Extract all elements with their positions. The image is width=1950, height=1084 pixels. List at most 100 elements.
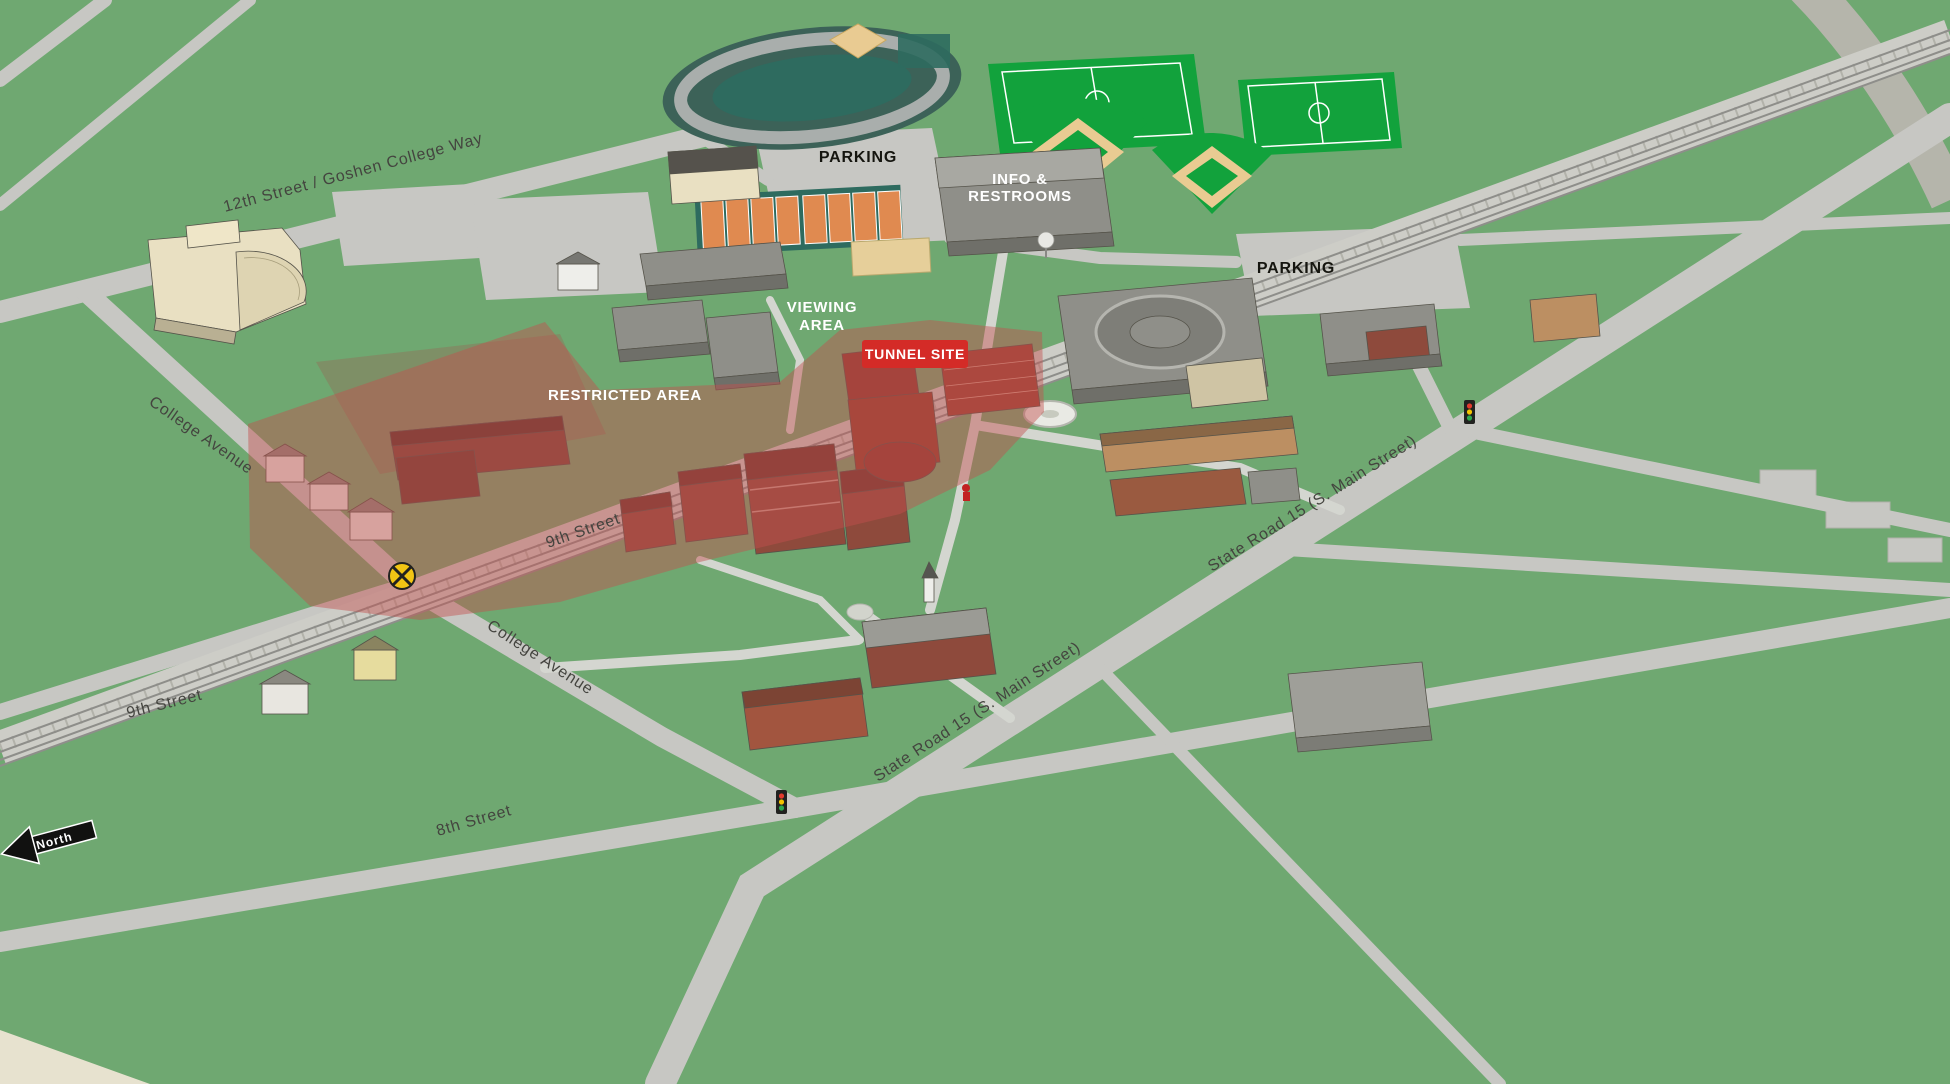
red-statue-base <box>963 492 970 501</box>
brick-hall-1-roof <box>619 491 673 515</box>
traffic-light-red <box>1466 403 1473 409</box>
road-8th-street <box>0 598 1950 952</box>
walkway-south <box>540 635 863 673</box>
label-parking-north: PARKING <box>819 149 897 166</box>
road-east-3 <box>1263 541 1950 597</box>
crossing-x-2 <box>391 565 413 587</box>
baseball-2-grass-diamond <box>1186 158 1238 196</box>
music-center-hall <box>235 250 307 331</box>
house-roof <box>258 669 312 685</box>
brick-hall-2-roof <box>677 463 743 487</box>
rec-center-dome-top <box>1129 315 1191 349</box>
label-tunnel-site: TUNNEL SITE <box>865 346 965 362</box>
right-center-1-roof <box>1099 415 1295 447</box>
tennis-court <box>700 199 726 250</box>
westlawn-annex <box>395 449 481 505</box>
road-topleft-1 <box>0 0 112 87</box>
traffic-light-yellow <box>778 799 785 805</box>
tennis-court <box>750 196 776 248</box>
house <box>265 455 305 483</box>
yellow-house-roof <box>350 635 400 651</box>
label-restricted-area: RESTRICTED AREA <box>548 387 702 404</box>
soccer-field-2-midline <box>1314 81 1324 144</box>
east-small-body <box>1529 293 1601 343</box>
science-windows-1 <box>943 359 1035 371</box>
house-roof <box>346 497 396 513</box>
traffic-light-green <box>1466 415 1473 421</box>
dorm-tall-side <box>713 371 781 391</box>
tennis-court <box>775 195 801 246</box>
fieldhouse-roof <box>934 147 1105 189</box>
small-house-center <box>555 251 601 291</box>
dorm-west-side <box>617 341 711 363</box>
traffic-light-icon-south <box>776 790 787 814</box>
rec-center-building <box>1057 277 1269 409</box>
tennis-court <box>802 194 828 245</box>
road-east-1 <box>1454 212 1950 246</box>
plaza-dorms <box>470 192 664 300</box>
athletic-fields <box>662 23 1402 277</box>
small-house-body <box>557 263 599 291</box>
road-college-avenue <box>75 281 805 818</box>
track-field <box>662 26 962 150</box>
music-center-building <box>147 219 307 345</box>
batting-cages <box>898 34 950 68</box>
traffic-light-yellow <box>1466 409 1473 415</box>
roundabout <box>846 603 874 621</box>
southeast-building-body <box>1287 661 1431 739</box>
area-labels: PARKING PARKING INFO & RESTROOMS VIEWING… <box>548 149 1335 404</box>
administration-roof <box>743 443 838 481</box>
running-track <box>674 31 950 145</box>
southeast-building-side <box>1295 725 1433 753</box>
tunnel-banner-box <box>862 340 968 368</box>
music-center-tower <box>185 219 241 249</box>
house <box>349 511 393 541</box>
label-info-line2: RESTROOMS <box>968 188 1072 205</box>
tennis-courts <box>694 184 904 256</box>
dorm-long-side <box>645 273 789 301</box>
track-infield <box>712 54 912 122</box>
house-roof <box>306 471 352 485</box>
red-statue <box>962 484 970 492</box>
map-corner-wedge <box>0 1030 150 1084</box>
traffic-light-red <box>778 793 785 799</box>
rec-center-wing <box>1185 357 1269 409</box>
house <box>309 483 349 511</box>
tunnel-building-2-round-end <box>863 441 937 483</box>
church-spire <box>923 575 935 603</box>
label-parking-east: PARKING <box>1257 260 1335 277</box>
science-windows-3 <box>947 389 1039 401</box>
road-east-2 <box>1448 421 1950 537</box>
north-arrow: North <box>0 819 98 865</box>
tennis-court <box>852 191 878 242</box>
east-small-building <box>1529 293 1601 343</box>
science-windows-2 <box>945 375 1037 387</box>
house <box>261 683 309 715</box>
brick-hall-2 <box>677 463 749 543</box>
south-school-roof <box>741 677 864 709</box>
north-house-roof <box>667 145 759 175</box>
label-info-line1: INFO & <box>992 171 1048 188</box>
walkway-dorms <box>766 296 805 434</box>
right-center-building-2 <box>1109 467 1247 517</box>
administration-windows-2 <box>751 501 841 513</box>
highway-band-topright <box>1791 0 1950 209</box>
sculpture <box>1041 410 1059 418</box>
soccer-field-2-circle <box>1308 102 1330 124</box>
road-southeast <box>1092 660 1506 1084</box>
traffic-light-green <box>778 805 785 811</box>
railroad-crossing-icon <box>388 562 416 590</box>
administration-windows-1 <box>749 479 839 491</box>
soccer-field-1-lines <box>1001 62 1193 144</box>
label-viewing-line2: AREA <box>799 317 845 334</box>
yellow-house <box>353 649 397 681</box>
restricted-area-overlay <box>248 320 1044 620</box>
sand-court <box>850 237 932 277</box>
right-center-2-body <box>1109 467 1247 517</box>
baseball-field-2 <box>1152 132 1272 214</box>
westlawn-building <box>389 415 571 505</box>
traffic-light-icon-east <box>1464 400 1475 424</box>
